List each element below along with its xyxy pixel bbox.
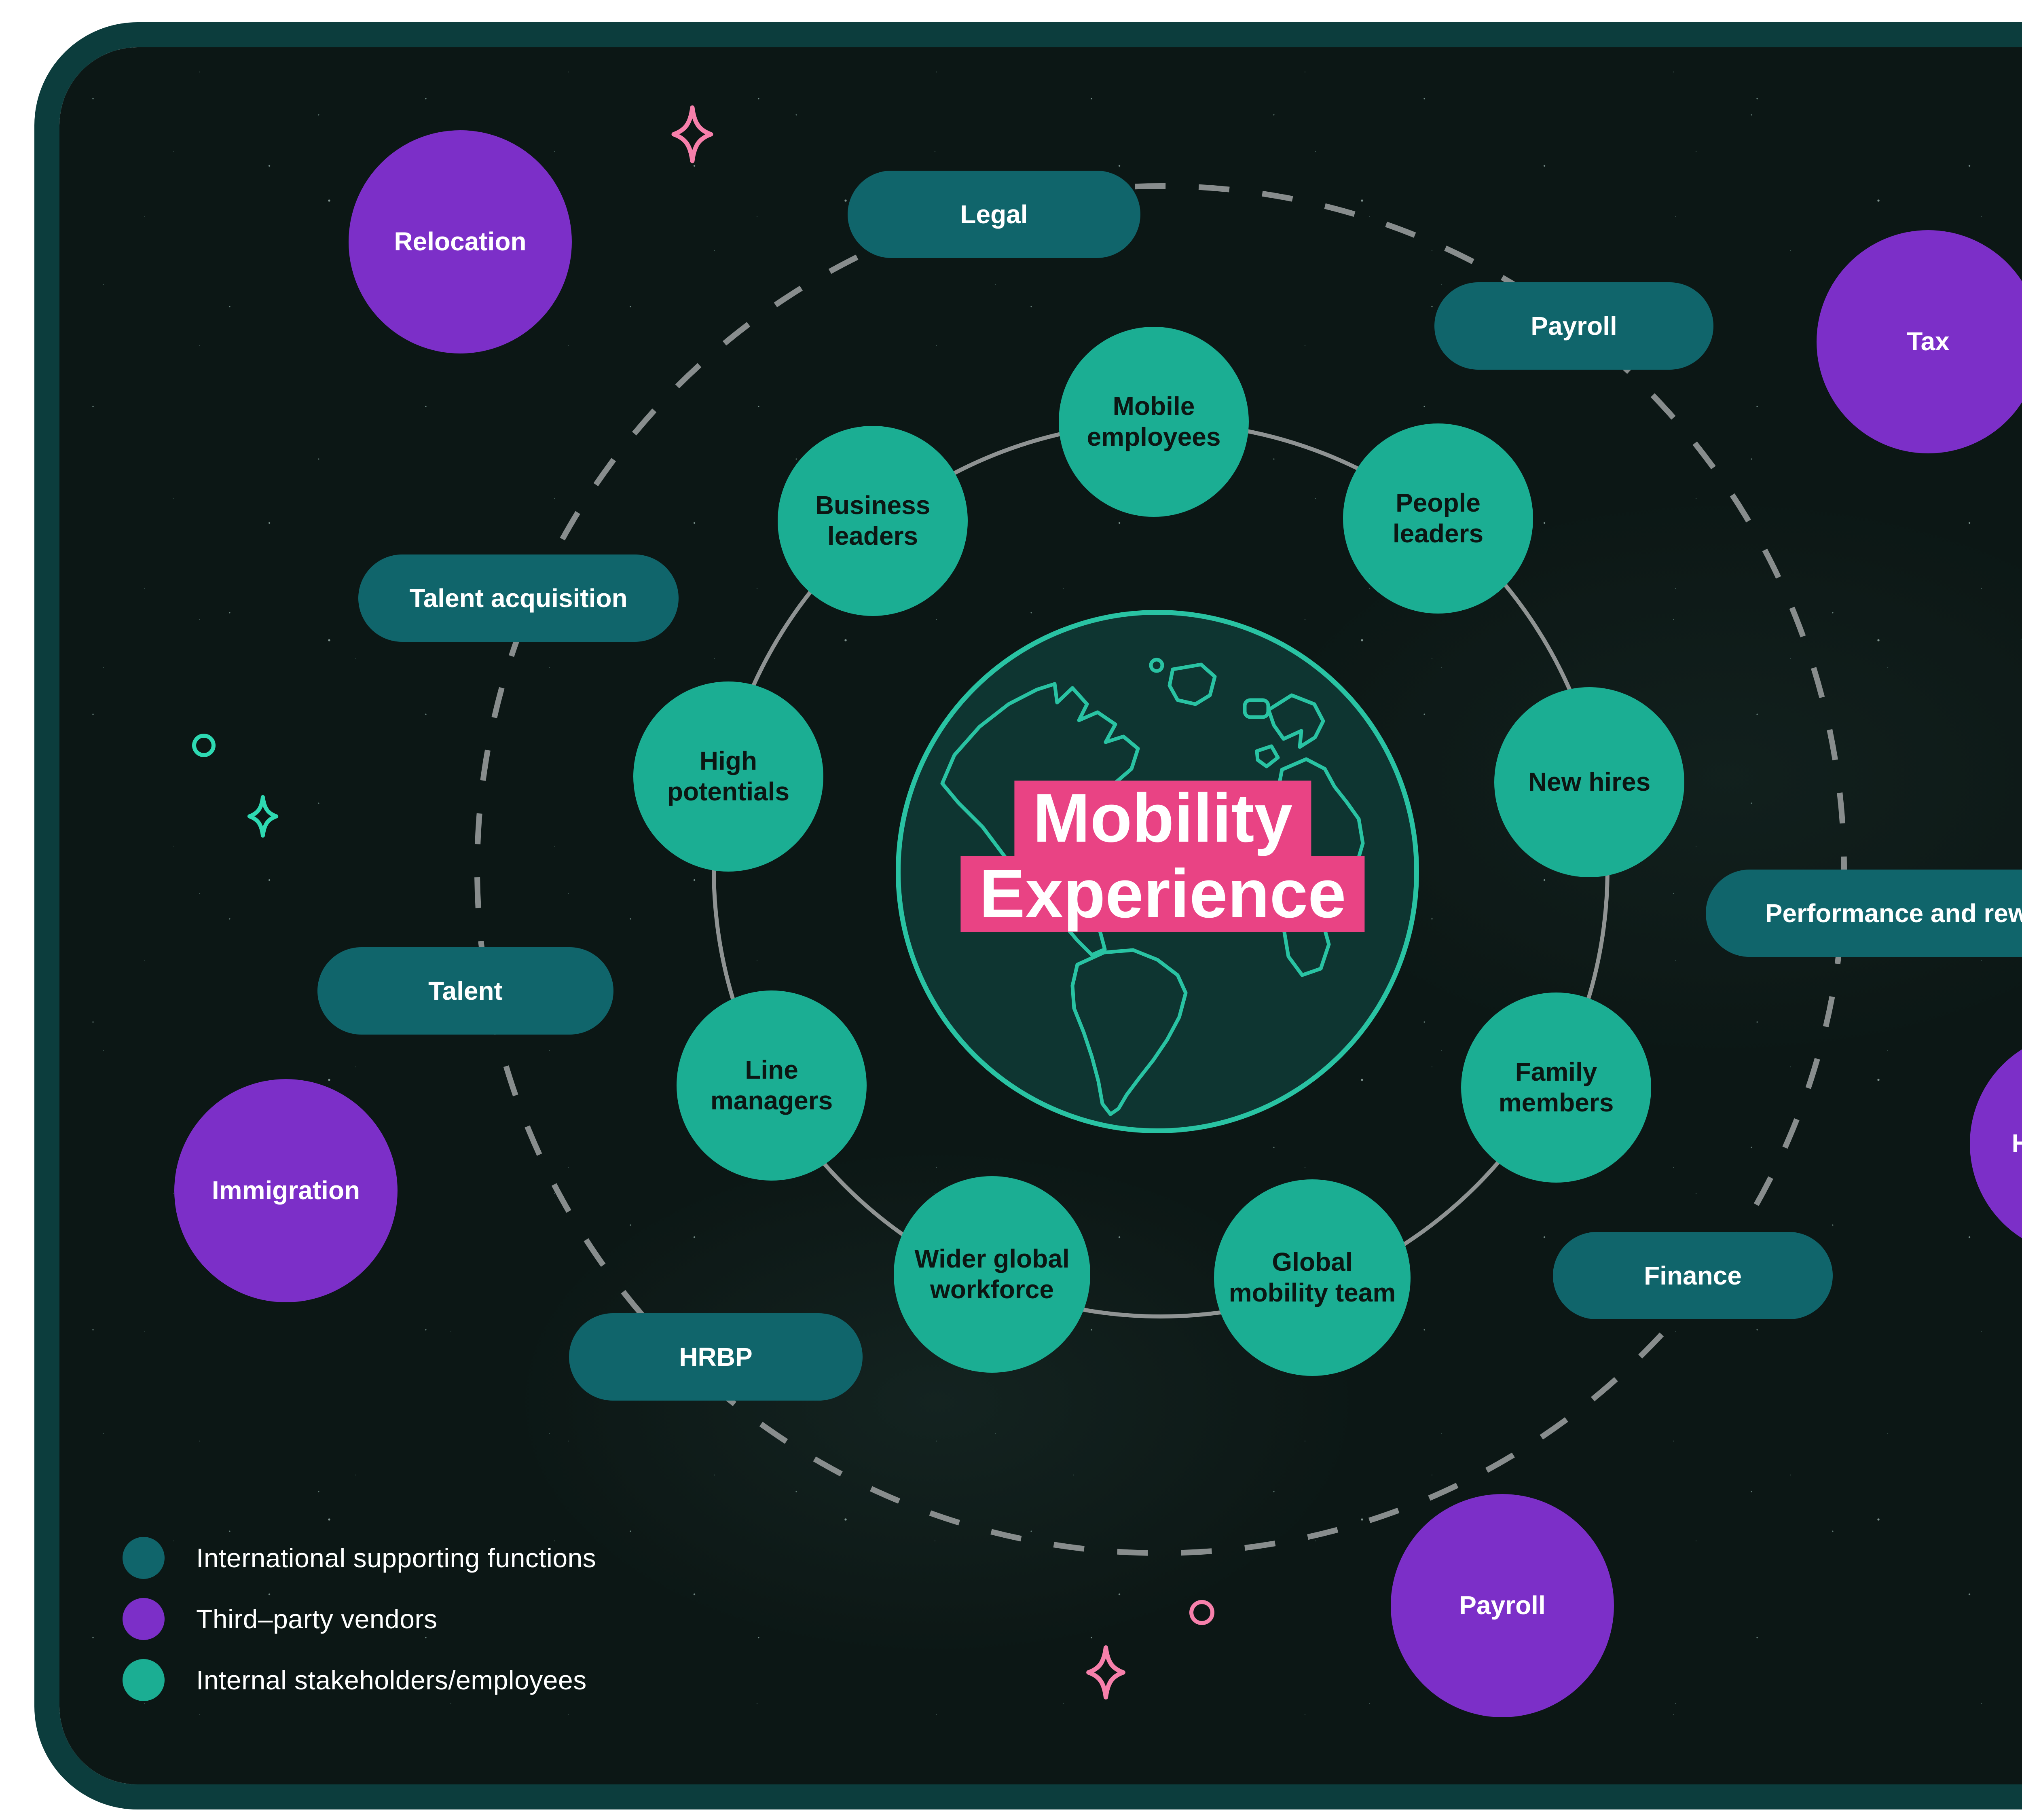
stakeholder-circle-line-managers: Line managers [677,990,867,1181]
legend: International supporting functions Third… [123,1537,596,1701]
vendor-label: Health care [2011,1129,2022,1158]
function-label: Payroll [1531,311,1617,341]
sparkle-icon [671,105,713,163]
function-pill-finance: Finance [1553,1232,1833,1319]
function-label: Talent acquisition [409,584,628,613]
function-pill-legal: Legal [848,171,1140,258]
function-pill-payroll: Payroll [1434,282,1713,370]
function-label: HRBP [679,1342,753,1371]
legend-dot-green [123,1659,165,1701]
stakeholder-label: Business leaders [815,491,931,550]
stakeholder-label: Global mobility team [1229,1247,1396,1307]
legend-item-third-party-vendors: Third–party vendors [123,1598,596,1640]
stakeholder-label: Mobile employees [1087,392,1221,451]
stakeholder-circle-mobile-employees: Mobile employees [1059,327,1249,517]
stakeholder-label: People leaders [1392,488,1484,548]
vendor-circle-relocation: Relocation [349,130,572,353]
stakeholder-circle-global-mobility-team: Global mobility team [1214,1179,1411,1376]
stakeholder-circle-wider-global-workforce: Wider global workforce [894,1176,1090,1373]
stakeholder-label: Family members [1498,1057,1614,1117]
stakeholder-circle-people-leaders: People leaders [1343,423,1533,614]
sparkle-icon [1086,1645,1125,1700]
vendor-circle-payroll: Payroll [1391,1494,1614,1717]
vendor-label: Relocation [394,227,527,256]
legend-label: International supporting functions [196,1543,596,1573]
vendor-circle-tax: Tax [1817,230,2022,453]
legend-label: Internal stakeholders/employees [196,1665,587,1695]
legend-item-internal-stakeholders: Internal stakeholders/employees [123,1659,596,1701]
stakeholder-circle-new-hires: New hires [1494,687,1684,877]
legend-label: Third–party vendors [196,1604,438,1634]
vendor-label: Immigration [212,1176,360,1205]
stakeholder-circle-business-leaders: Business leaders [778,426,968,616]
vendor-circle-immigration: Immigration [174,1079,398,1302]
legend-item-international-supporting-functions: International supporting functions [123,1537,596,1579]
stakeholder-label: Wider global workforce [914,1244,1070,1304]
ring-decoration-icon [192,734,216,757]
function-pill-performance-and-reward: Performance and reward [1706,870,2022,957]
function-label: Talent [428,976,503,1005]
sparkle-icon [247,795,279,838]
function-label: Performance and reward [1765,899,2022,928]
ring-decoration-icon [1189,1600,1214,1625]
function-label: Finance [1644,1261,1742,1290]
diagram-title-line2: Experience [960,856,1365,932]
vendor-label: Payroll [1459,1591,1546,1620]
stakeholder-circle-high-potentials: High potentials [633,681,823,872]
legend-dot-teal [123,1537,165,1579]
diagram-title: Mobility Experience [960,781,1365,932]
vendor-label: Tax [1907,327,1950,356]
stakeholder-label: New hires [1528,767,1651,797]
function-pill-talent: Talent [317,947,613,1035]
diagram-title-line1: Mobility [1014,781,1311,856]
stakeholder-circle-family-members: Family members [1461,993,1651,1183]
function-label: Legal [960,200,1028,229]
legend-dot-purple [123,1598,165,1640]
function-pill-talent-acquisition: Talent acquisition [358,554,679,642]
function-pill-hrbp: HRBP [569,1313,863,1401]
stakeholder-label: High potentials [667,746,790,806]
stakeholder-label: Line managers [710,1055,833,1115]
